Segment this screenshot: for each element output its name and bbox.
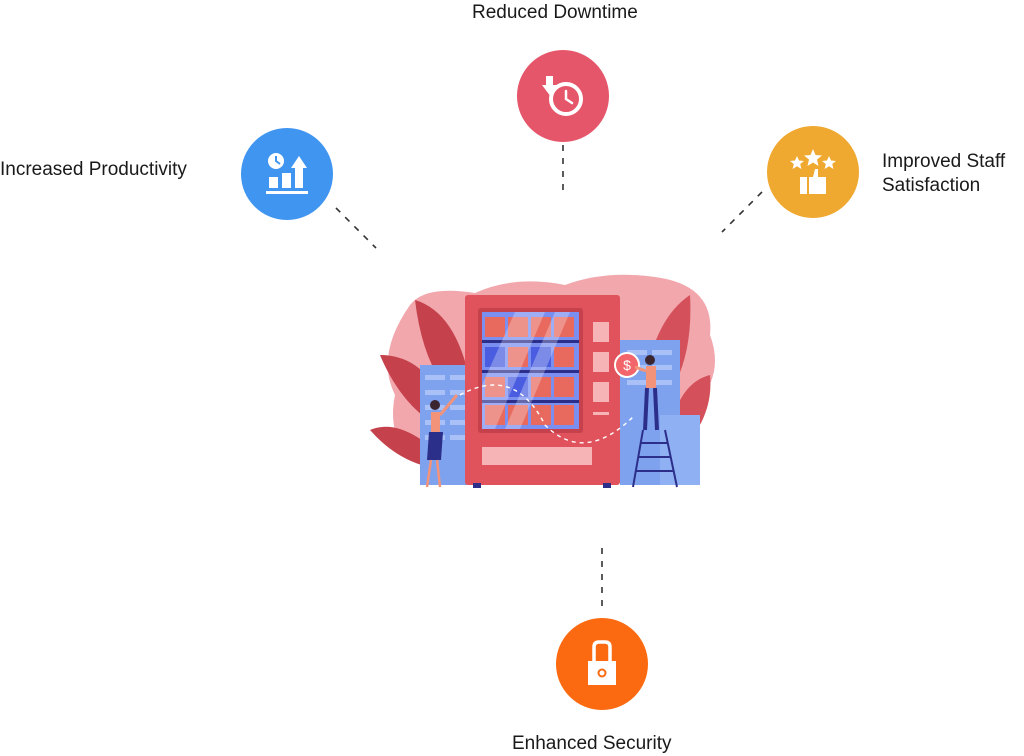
connector-left	[335, 207, 377, 249]
label-line-1: Improved Staff	[882, 151, 1006, 172]
label-reduced-downtime: Reduced Downtime	[472, 2, 638, 23]
svg-text:$: $	[623, 357, 631, 373]
label-improved-staff-satisfaction: Improved Staff Satisfaction	[882, 150, 1005, 198]
benefit-improved-staff-satisfaction	[767, 126, 859, 218]
connector-right	[721, 191, 763, 233]
padlock-icon	[582, 639, 622, 689]
benefit-reduced-downtime	[517, 50, 609, 142]
benefit-enhanced-security	[556, 618, 648, 710]
label-enhanced-security: Enhanced Security	[512, 733, 672, 754]
productivity-chart-icon	[262, 149, 312, 199]
benefit-increased-productivity	[241, 128, 333, 220]
label-line-2: Satisfaction	[882, 175, 981, 196]
thumbs-up-stars-icon	[788, 147, 838, 197]
vending-machine-illustration: $	[365, 265, 725, 495]
clock-download-icon	[538, 71, 588, 121]
label-increased-productivity: Increased Productivity	[0, 159, 187, 180]
